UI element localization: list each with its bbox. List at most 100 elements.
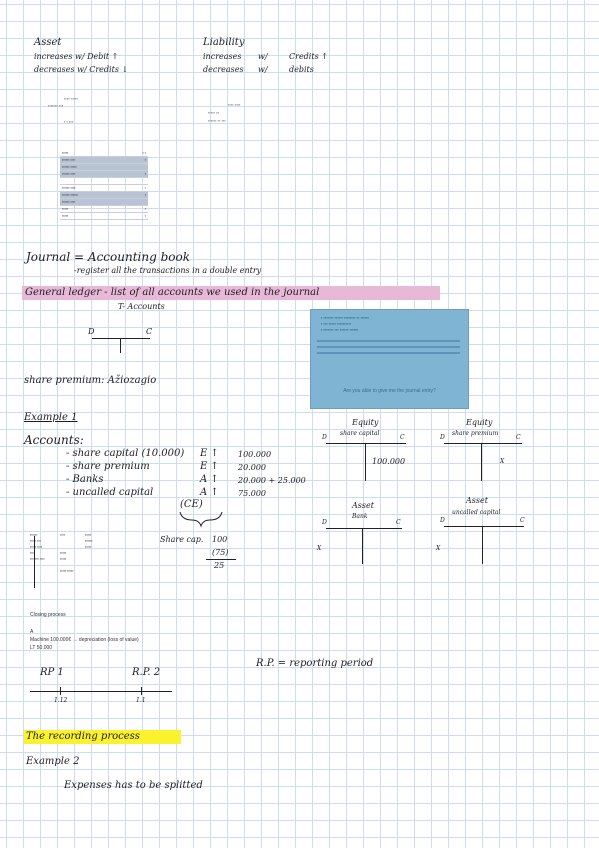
taccount-debit: D (322, 434, 327, 441)
timeline-tick (60, 687, 61, 695)
closing-process-label: Closing process (30, 612, 66, 618)
reporting-period-note: R.P. = reporting period (256, 658, 374, 669)
sum-line (206, 559, 236, 560)
taccount-bar (326, 443, 406, 444)
sheet-divider (34, 536, 35, 588)
recording-process-highlight (24, 730, 181, 744)
closing-a: A (30, 629, 34, 635)
t-accounts-label: T- Accounts (118, 302, 165, 311)
table-row: ▪▪▪▪▪▪ ▪▪▪▪ (60, 199, 148, 206)
example-1-heading: Example 1 (24, 412, 78, 423)
example-2-heading: Example 2 (26, 756, 80, 767)
general-ledger-definition: General ledger - list of all accounts we… (25, 287, 320, 298)
share-cap-v3: 25 (214, 561, 225, 570)
account-name: - share capital (10.000) (66, 448, 185, 459)
t-account-debit: D (88, 327, 95, 336)
asset-title: Asset (34, 37, 62, 48)
table-row: ▪▪▪▪▪▪ ▪▪▪▪▪ (60, 157, 148, 164)
taccount-stem (481, 443, 482, 481)
taccount-credit: C (400, 434, 405, 441)
taccount-subtitle: share capital (340, 430, 380, 437)
lecture-slide-image: ▪ ▪▪▪▪▪▪▪ ▪▪▪▪▪▪ ▪▪▪▪▪▪▪▪ ▪▪ ▪▪▪▪▪▪ ▪ ▪▪… (311, 310, 468, 408)
slide-question: Are you able to give me the journal entr… (343, 388, 436, 394)
account-name: - Banks (66, 474, 104, 485)
share-cap-v2: (75) (212, 548, 229, 557)
account-value: 20.000 (238, 463, 266, 472)
asset-decreases: decreases w/ Credits ↓ (34, 65, 129, 74)
taccount-credit: C (396, 519, 401, 526)
timeline-line (30, 691, 172, 692)
taccount-bar (444, 526, 524, 527)
liability-debits: debits (289, 65, 314, 74)
accounts-label: Accounts: (24, 433, 84, 447)
pasted-fragment: ▪▪▪▪▪ ▪▪ (208, 110, 220, 115)
t-account-stem (120, 338, 121, 353)
brace-icon (179, 511, 223, 528)
timeline-tick-label: 1.1 (136, 697, 146, 704)
liability-with-2: w/ (258, 65, 268, 74)
account-value: 20.000 + 25.000 (238, 476, 306, 485)
timeline-tick (141, 687, 142, 695)
pasted-journal-sheet: ▪▪▪▪▪▪▪▪▪▪▪▪▪▪▪ ▪▪▪▪▪ ▪▪▪▪▪▪▪▪▪ ▪▪▪▪▪ ▪▪… (30, 533, 93, 573)
account-type: E ↑ (200, 461, 219, 472)
liability-decreases: decreases (203, 65, 244, 74)
account-type: E ↑ (200, 448, 219, 459)
taccount-subtitle: Bank (352, 513, 368, 520)
taccount-stem (362, 528, 363, 564)
taccount-subtitle: share premium (452, 430, 499, 437)
pasted-fragment: ▪ ▪ ▪▪▪ (64, 119, 74, 124)
liability-with-1: w/ (258, 52, 268, 61)
taccount-stem (365, 443, 366, 481)
table-row: ▪▪▪▪▪▪ ▪▪▪▪▪ (60, 171, 148, 178)
taccount-subtitle: uncalled capital (452, 509, 501, 516)
pasted-fragment: ▪▪▪▪▪▪ ▪▪ ▪▪▪ (208, 118, 226, 123)
pasted-fragment: ▪▪▪▪ ▪▪▪▪▪ (64, 96, 78, 101)
taccount-stem (482, 526, 483, 564)
pasted-fragment: ▪▪▪▪ ▪▪▪▪ (228, 102, 241, 107)
taccount-bar (326, 528, 402, 529)
account-type: A ↑ (200, 487, 219, 498)
account-name: - uncalled capital (66, 487, 154, 498)
taccount-debit: D (322, 519, 327, 526)
share-cap-label: Share cap. (160, 535, 204, 544)
table-row: ▪▪▪▪▪▪ ▪▪▪▪▪▪▪ (60, 192, 148, 199)
taccount-entry: X (317, 545, 322, 552)
taccount-title: Asset (466, 496, 488, 505)
pasted-fragment: ▪▪▪▪▪▪▪ ▪▪▪ (48, 103, 64, 108)
account-type: A ↑ (200, 474, 219, 485)
rp2-label: R.P. 2 (132, 667, 161, 678)
ce-label: (CE) (180, 499, 203, 510)
table-row (60, 178, 148, 185)
taccount-entry: X (500, 458, 505, 465)
share-premium-note: share premium: Ažiozagio (24, 375, 157, 386)
table-row: ▪▪▪▪▪▪ ▪▪▪▪▪ (60, 164, 148, 171)
account-value: 75.000 (238, 489, 266, 498)
liability-credits: Credits ↑ (289, 52, 328, 61)
taccount-debit: D (440, 434, 445, 441)
t-account-credit: C (146, 327, 153, 336)
taccount-credit: C (516, 434, 521, 441)
taccount-title: Asset (352, 501, 374, 510)
taccount-entry: 100.000 (372, 457, 406, 466)
table-row: ▪▪▪▪▪▪ ▪ (60, 151, 148, 157)
taccount-entry: X (436, 545, 441, 552)
recording-process-heading: The recording process (26, 731, 140, 742)
taccount-title: Equity (352, 418, 379, 427)
expenses-note: Expenses has to be splitted (64, 780, 203, 791)
table-row: ▪▪▪▪▪▪ (60, 207, 148, 213)
rp1-label: RP 1 (40, 667, 64, 678)
share-cap-v1: 100 (212, 535, 228, 544)
account-name: - share premium (66, 461, 150, 472)
asset-increases: increases w/ Debit ↑ (34, 52, 119, 61)
taccount-bar (444, 443, 522, 444)
pasted-mini-table: ▪▪▪▪▪▪ ▪ ▪▪▪▪▪▪ ▪▪▪▪▪ ▪▪▪▪▪▪ ▪▪▪▪▪ ▪▪▪▪▪… (60, 150, 148, 220)
closing-lt: LT 50.000 (30, 645, 53, 651)
journal-subtext: -register all the transactions in a doub… (74, 266, 262, 275)
taccount-credit: C (520, 517, 525, 524)
table-row: ▪▪▪▪▪▪ ▪▪▪▪▪ (60, 186, 148, 192)
liability-increases: increases (203, 52, 242, 61)
closing-machine: Machine 100.000€ → depreciation (loss of… (30, 637, 139, 643)
taccount-debit: D (440, 517, 445, 524)
journal-definition: Journal = Accounting book (26, 250, 190, 264)
